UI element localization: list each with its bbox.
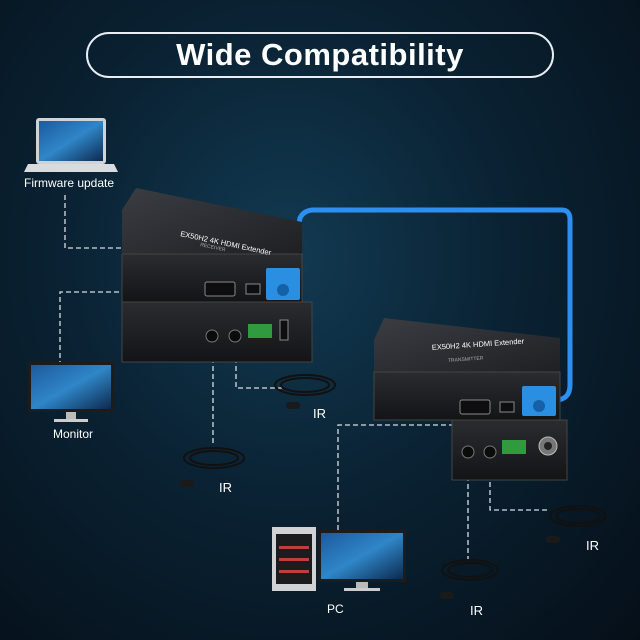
- ir-label-right: IR: [586, 538, 599, 553]
- ir-label-receiver: IR: [313, 406, 326, 421]
- monitor-label: Monitor: [53, 427, 93, 441]
- pc-label: PC: [327, 602, 344, 616]
- ir-label-bottom: IR: [470, 603, 483, 618]
- laptop-icon: [24, 118, 118, 172]
- receiver-device: [122, 188, 312, 362]
- pc-icon: [272, 527, 406, 591]
- ir-label-left: IR: [219, 480, 232, 495]
- firmware-label: Firmware update: [24, 176, 114, 190]
- monitor-icon: [28, 362, 114, 422]
